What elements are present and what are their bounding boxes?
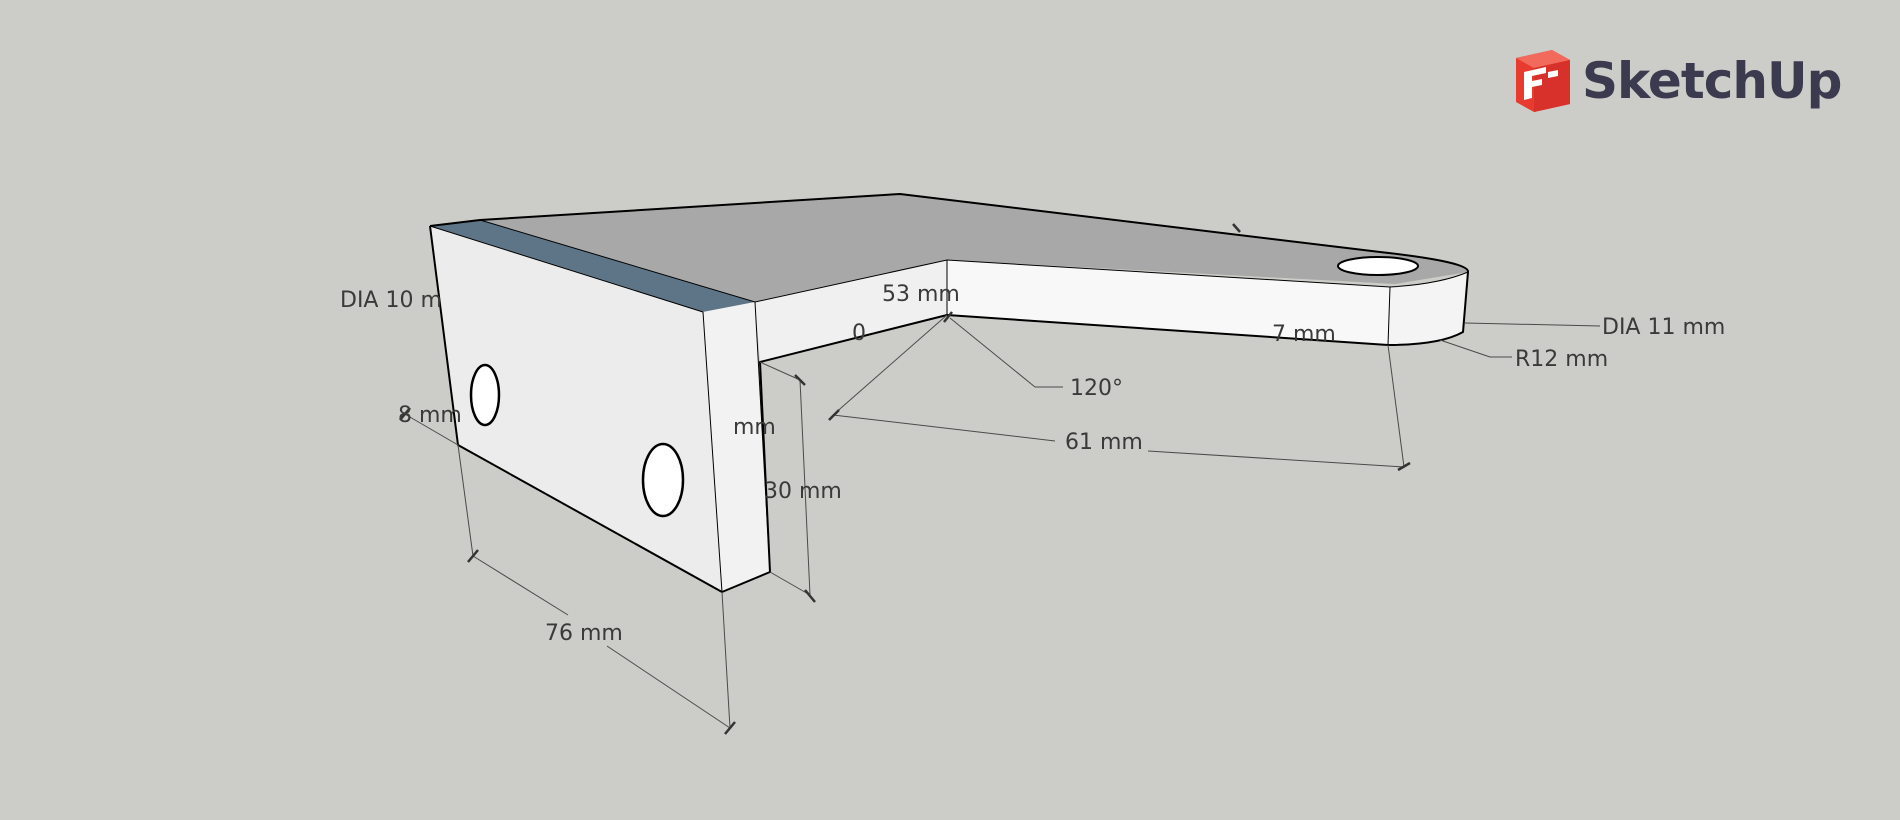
dim-label-mm[interactable]: mm [733, 415, 776, 440]
arm-hole[interactable] [1337, 256, 1419, 276]
dimension-lines [399, 223, 1601, 735]
dim-label-angle[interactable]: 120° [1070, 376, 1123, 401]
sketchup-logo-icon [1516, 50, 1570, 112]
inner-corner-face[interactable] [755, 260, 947, 362]
dim-label-zero[interactable]: 0 [852, 321, 866, 346]
dim-label-8[interactable]: 8 mm [398, 403, 462, 428]
brand-name: SketchUp [1582, 52, 1842, 110]
dim-label-53[interactable]: 53 mm [882, 282, 960, 307]
dim-label-dia-right[interactable]: DIA 11 mm [1602, 315, 1725, 340]
back-face[interactable] [430, 220, 755, 312]
arm-side-face[interactable] [947, 260, 1390, 345]
dim-label-30[interactable]: 30 mm [764, 479, 842, 504]
dim-label-76[interactable]: 76 mm [545, 621, 623, 646]
arm-end-face[interactable] [1388, 272, 1468, 345]
bracket-model[interactable] [429, 193, 1469, 593]
plate-side-face[interactable] [703, 302, 770, 592]
dimension-labels: DIA 10 m 53 mm 0 7 mm DIA 11 mm R12 mm 1… [340, 282, 1725, 646]
dim-label-dia-left[interactable]: DIA 10 m [340, 288, 442, 313]
plate-hole-bottom[interactable] [641, 442, 685, 518]
plate-hole-top[interactable] [469, 363, 501, 427]
sketchup-brand: SketchUp [1512, 46, 1842, 116]
dim-label-61[interactable]: 61 mm [1065, 430, 1143, 455]
dim-label-radius[interactable]: R12 mm [1515, 347, 1608, 372]
dim-label-7[interactable]: 7 mm [1272, 322, 1336, 347]
top-face[interactable] [480, 194, 1469, 302]
